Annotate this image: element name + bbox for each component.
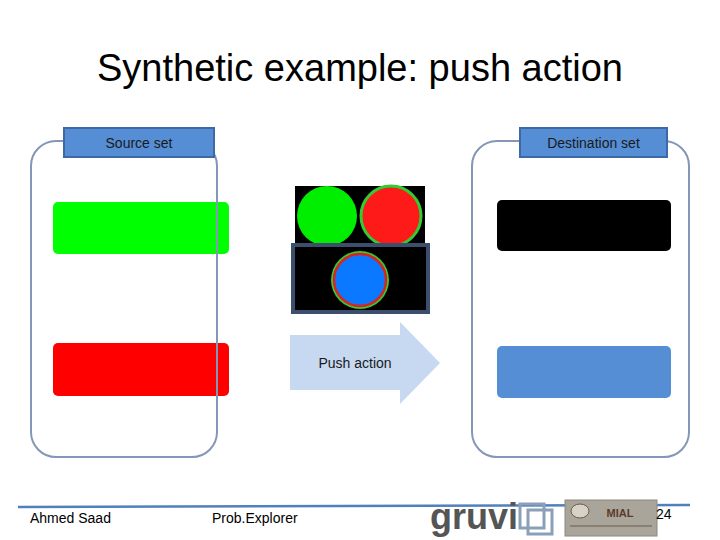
green-circle bbox=[297, 186, 357, 246]
set-container: Source set bbox=[30, 140, 218, 458]
blue-bar bbox=[497, 346, 671, 398]
image-bottom bbox=[293, 245, 428, 312]
blue-circle bbox=[334, 254, 386, 306]
red-bar bbox=[53, 343, 229, 396]
image-top bbox=[295, 186, 425, 248]
logo-emblem bbox=[571, 504, 589, 518]
page-number: 24 bbox=[656, 504, 696, 524]
blue-circle-outline bbox=[331, 251, 389, 309]
logo-square bbox=[520, 504, 544, 528]
logo-rule bbox=[570, 526, 652, 527]
green-bar bbox=[53, 202, 229, 254]
set-container: Destination set bbox=[471, 140, 690, 458]
logo-plate bbox=[565, 500, 657, 536]
author-name: Ahmed Saad bbox=[30, 508, 170, 528]
set-heading-tab: Source set bbox=[63, 127, 215, 158]
logo-square bbox=[528, 510, 552, 534]
slide-title: Synthetic example: push action bbox=[0, 40, 720, 96]
black-bar bbox=[497, 200, 671, 251]
action-label: Push action bbox=[290, 335, 420, 390]
set-heading-tab: Destination set bbox=[519, 127, 668, 158]
block-arrow: Push action bbox=[290, 322, 442, 404]
mial-logo-text: MIAL bbox=[590, 504, 650, 522]
arrow-fill bbox=[290, 322, 440, 404]
gruvi-logo-text: gruvi bbox=[430, 497, 522, 537]
project-name: Prob.Explorer bbox=[212, 508, 372, 528]
red-circle bbox=[361, 186, 421, 246]
